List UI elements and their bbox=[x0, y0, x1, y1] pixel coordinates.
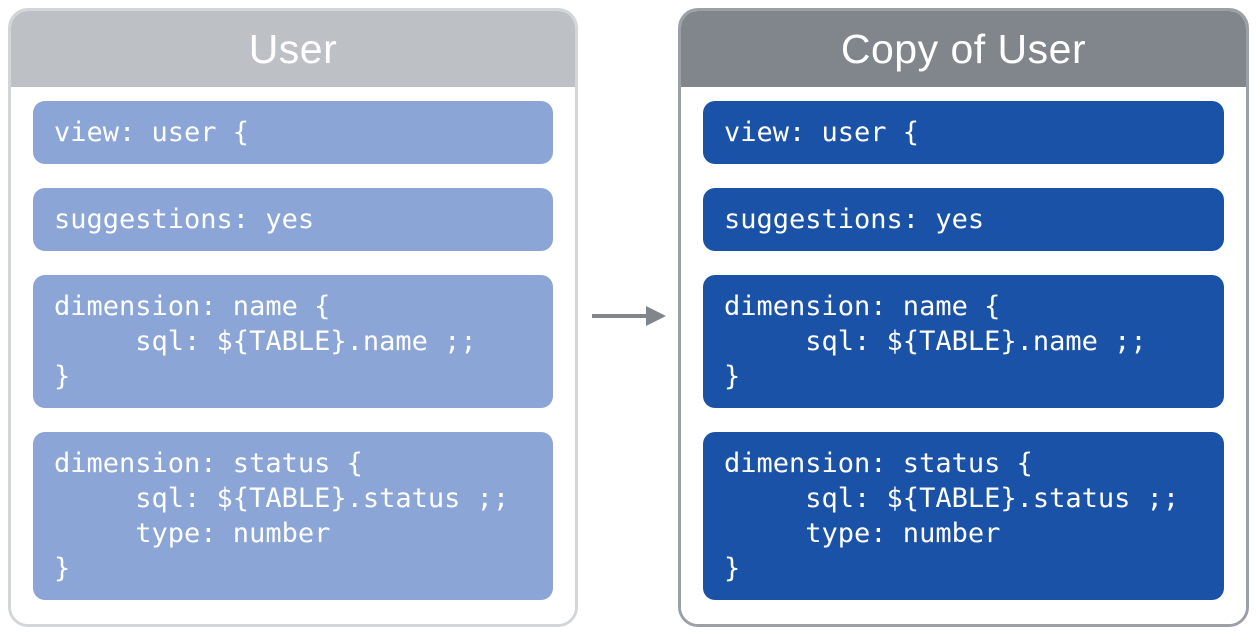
source-code-block-dimension-name: dimension: name { sql: ${TABLE}.name ;; … bbox=[33, 275, 553, 408]
copy-code-block-dimension-name: dimension: name { sql: ${TABLE}.name ;; … bbox=[703, 275, 1224, 408]
copy-panel-body: view: user { suggestions: yes dimension:… bbox=[681, 87, 1246, 624]
source-view-panel: User view: user { suggestions: yes dimen… bbox=[8, 8, 578, 627]
copy-code-block-suggestions: suggestions: yes bbox=[703, 188, 1224, 251]
copy-panel-title: Copy of User bbox=[681, 11, 1246, 87]
source-panel-title: User bbox=[11, 11, 575, 87]
copy-code-block-view: view: user { bbox=[703, 101, 1224, 164]
source-panel-body: view: user { suggestions: yes dimension:… bbox=[11, 87, 575, 624]
source-code-block-dimension-status: dimension: status { sql: ${TABLE}.status… bbox=[33, 432, 553, 600]
copy-code-block-dimension-status: dimension: status { sql: ${TABLE}.status… bbox=[703, 432, 1224, 600]
arrow-right-icon bbox=[592, 306, 666, 326]
source-code-block-view: view: user { bbox=[33, 101, 553, 164]
copy-view-panel: Copy of User view: user { suggestions: y… bbox=[678, 8, 1249, 627]
copy-arrow-zone bbox=[578, 8, 678, 627]
source-code-block-suggestions: suggestions: yes bbox=[33, 188, 553, 251]
